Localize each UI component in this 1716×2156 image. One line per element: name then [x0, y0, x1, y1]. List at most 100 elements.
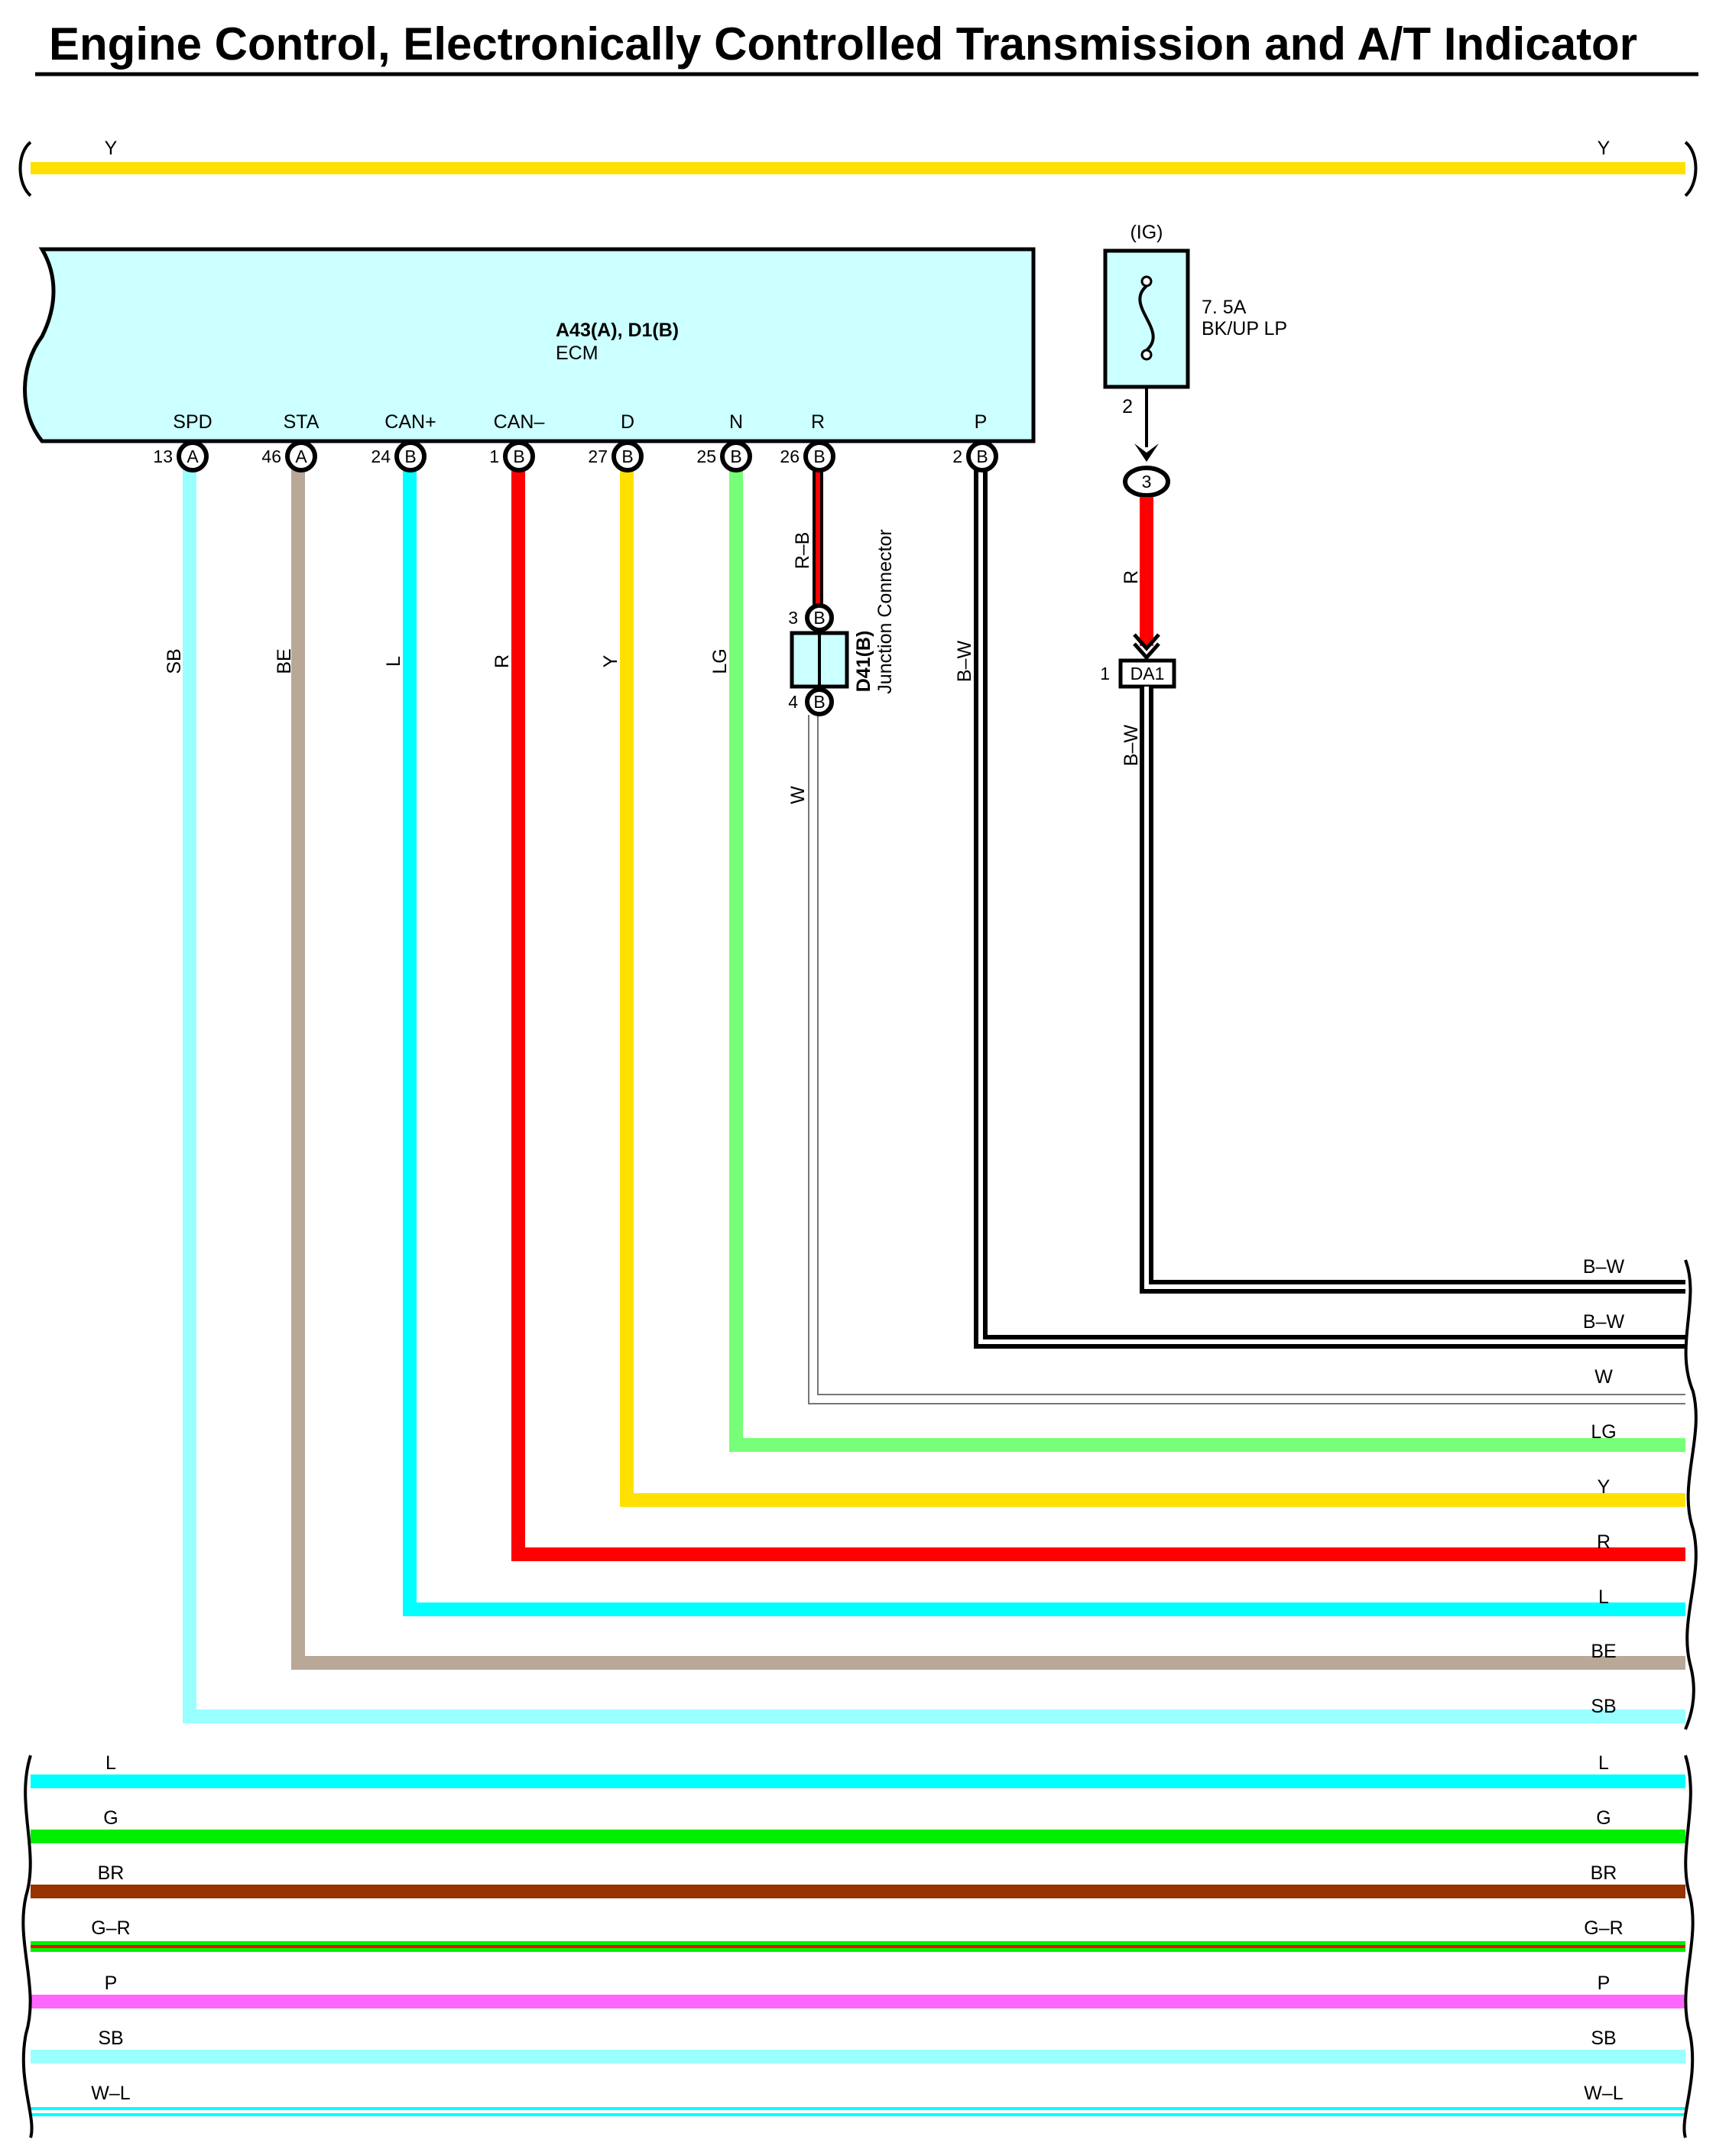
- wire-r: [511, 466, 1685, 1561]
- fuse-rating: 7. 5A: [1202, 297, 1247, 318]
- right-label-be: BE: [1591, 1641, 1616, 1662]
- pin-number-can-plus: 24: [371, 446, 391, 466]
- right-label-lg: LG: [1591, 1421, 1616, 1443]
- vlabel-l: L: [383, 656, 404, 667]
- wire-y: [620, 466, 1685, 1507]
- right-label-b-w-2: B–W: [1583, 1311, 1625, 1333]
- pin-conn-d: B: [621, 446, 633, 466]
- wire-l: [403, 466, 1685, 1616]
- chevron-down-icon: [1133, 633, 1160, 661]
- junction-pin-top: [805, 603, 834, 632]
- bottom-right-label-g: G: [1596, 1807, 1611, 1829]
- terminal-signal-spd: SPD: [173, 411, 212, 433]
- right-label-sb: SB: [1591, 1696, 1616, 1717]
- wire-lg: [729, 466, 1685, 1452]
- wire-bw-p: [974, 466, 1685, 1349]
- wire-break-left: [18, 141, 32, 197]
- ecm-wires: [183, 466, 1685, 1723]
- pin-number-sta: 46: [261, 446, 281, 466]
- fuse-connector: 3: [1123, 466, 1170, 498]
- bottom-right-label-l: L: [1598, 1752, 1609, 1774]
- vlabel-b-w-p: B–W: [954, 641, 975, 683]
- da1-label: DA1: [1130, 664, 1165, 683]
- fuse-bk-up-lp: (IG) 7. 5A BK/UP LP 2: [1103, 222, 1287, 462]
- bottom-left-label-g: G: [103, 1807, 118, 1829]
- bottom-right-label-g-r: G–R: [1584, 1917, 1623, 1939]
- junction-description: Junction Connector: [874, 529, 896, 693]
- bottom-right-label-sb: SB: [1591, 2028, 1616, 2049]
- junction-pin-bottom-number: 4: [788, 692, 798, 712]
- top-wire-right-label: Y: [1598, 138, 1611, 159]
- junction-name: D41(B): [853, 631, 874, 693]
- bottom-left-label-br: BR: [98, 1862, 125, 1884]
- bottom-left-label-p: P: [105, 1973, 118, 1994]
- pin-number-p: 2: [952, 446, 962, 466]
- terminal-signal-n: N: [729, 411, 743, 433]
- right-label-w: W: [1594, 1366, 1613, 1388]
- pin-conn-sta: A: [295, 446, 307, 466]
- bottom-right-label-br: BR: [1591, 1862, 1617, 1884]
- bottom-right-label-p: P: [1598, 1973, 1611, 1994]
- fuse-ig-label: (IG): [1130, 222, 1163, 243]
- bottom-left-label-l: L: [105, 1752, 116, 1774]
- junction-conn-bottom: B: [813, 692, 825, 712]
- bottom-left-label-g-r: G–R: [91, 1917, 130, 1939]
- pin-conn-spd: A: [187, 446, 199, 466]
- ecm-description: ECM: [556, 343, 598, 364]
- junction-pin-bottom: [805, 687, 834, 716]
- ecm-pins: A 13 A 46 B 24 B 1 B 27 B 25: [153, 440, 998, 472]
- right-label-b-w-1: B–W: [1583, 1256, 1625, 1278]
- pin-number-spd: 13: [153, 446, 173, 466]
- vlabel-r-b: R–B: [792, 532, 813, 570]
- bottom-left-label-w-l: W–L: [91, 2083, 131, 2104]
- page-title: Engine Control, Electronically Controlle…: [49, 18, 1637, 70]
- vlabel-r: R: [491, 654, 513, 668]
- pin-number-can-minus: 1: [489, 446, 499, 466]
- pin-conn-p: B: [976, 446, 988, 466]
- pin-number-n: 25: [696, 446, 716, 466]
- vlabel-lg: LG: [709, 648, 731, 674]
- top-y-wire: Y Y: [18, 138, 1698, 197]
- pin-can-plus: B 24: [371, 440, 427, 472]
- wire-bw-da1: [1140, 687, 1685, 1294]
- fuse-name: BK/UP LP: [1202, 318, 1287, 339]
- da1-pin: 1: [1100, 664, 1110, 683]
- right-label-l: L: [1598, 1586, 1609, 1608]
- fuse-connector-pin: 3: [1142, 472, 1152, 492]
- wire-w: [808, 715, 1685, 1404]
- da1-connector: DA1 1: [1100, 658, 1176, 689]
- junction-connector: B 3 B 4 D41(B) Junction Connector: [788, 529, 896, 716]
- right-label-y: Y: [1598, 1476, 1611, 1498]
- terminal-signal-p: P: [975, 411, 988, 433]
- ecm-box: A43(A), D1(B) ECM: [23, 247, 1036, 443]
- pin-conn-n: B: [730, 446, 741, 466]
- bottom-left-label-sb: SB: [98, 2028, 123, 2049]
- vlabel-b-w-da1: B–W: [1121, 725, 1142, 767]
- junction-conn-top: B: [813, 608, 825, 628]
- terminal-signal-d: D: [621, 411, 634, 433]
- wire-break-right-bottom: [1682, 1755, 1695, 2138]
- bottom-bus: L G BR G–R P SB W–L L G BR G–R P SB W–L: [21, 1752, 1695, 2138]
- wire-be: [291, 466, 1685, 1670]
- vlabel-be: BE: [274, 648, 295, 674]
- vlabel-sb: SB: [164, 648, 185, 674]
- pin-can-minus: B 1: [489, 440, 535, 472]
- right-bus-labels: B–W B–W W LG Y R L BE SB: [1583, 1256, 1625, 1717]
- fuse-pin: 2: [1122, 396, 1133, 417]
- pin-conn-r: B: [813, 446, 825, 466]
- wire-sb: [183, 466, 1685, 1723]
- pin-sta: A 46: [261, 440, 317, 472]
- junction-pin-top-number: 3: [788, 608, 798, 628]
- pin-spd: A 13: [153, 440, 209, 472]
- arrow-down-icon: [1134, 443, 1159, 462]
- pin-conn-can-plus: B: [404, 446, 416, 466]
- wire-break-right: [1684, 141, 1698, 197]
- wire-break-right-middle: [1684, 1259, 1698, 1730]
- vlabel-y: Y: [600, 654, 621, 667]
- pin-r: B 26: [780, 440, 835, 472]
- fuse-element-icon: [1138, 284, 1155, 352]
- terminal-signal-can-plus: CAN+: [384, 411, 436, 433]
- top-wire-left-label: Y: [105, 138, 118, 159]
- bottom-right-label-w-l: W–L: [1584, 2083, 1624, 2104]
